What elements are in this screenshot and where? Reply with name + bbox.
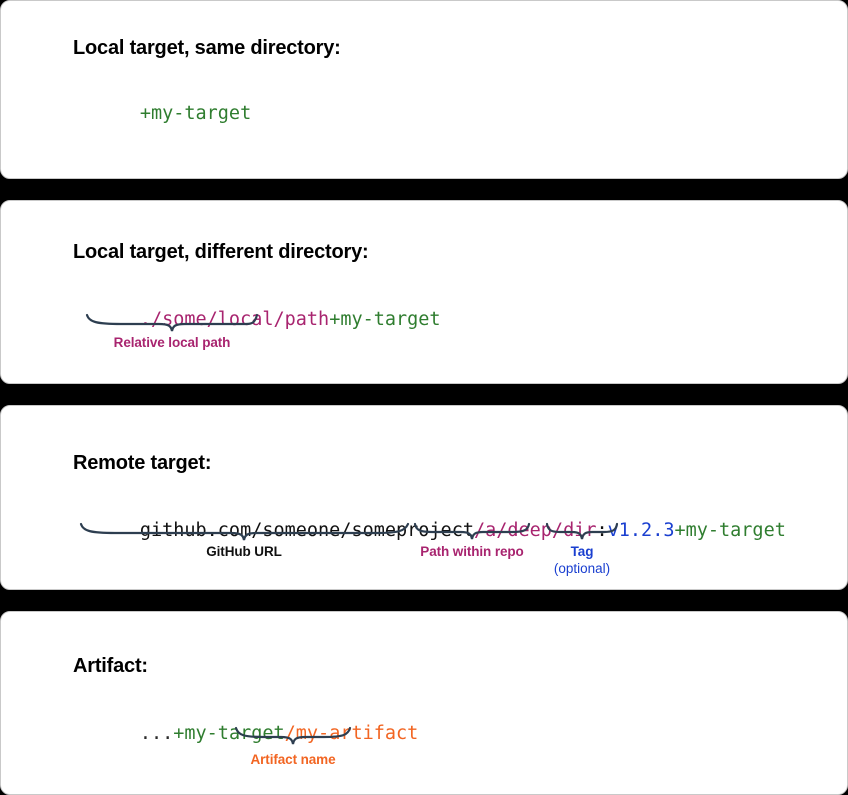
code-segment-tag: v1.2.3 — [607, 519, 675, 541]
panel-heading: Local target, different directory: — [73, 240, 369, 263]
code-segment-github-url: github.com/someone/someproject — [139, 519, 474, 541]
annotation-label-relative-local-path: Relative local path — [113, 334, 231, 350]
code-line: ...+my-target/my-artifact — [73, 702, 418, 765]
code-segment-target: +my-target — [139, 103, 252, 124]
annotation-label-github-url: GitHub URL — [206, 543, 282, 559]
annotation-sublabel-tag-optional: (optional) — [553, 560, 611, 576]
code-segment-colon: : — [596, 519, 608, 541]
annotation-label-tag: Tag — [570, 543, 594, 559]
code-segment-target: +my-target — [674, 519, 786, 541]
code-segment-target: +my-target — [329, 308, 441, 330]
panel-artifact: Artifact: ...+my-target/my-artifact Arti… — [0, 611, 848, 795]
code-segment-repo-path: /a/deep/dir — [473, 519, 597, 541]
separator-bar — [0, 178, 848, 200]
annotation-label-path-within-repo: Path within repo — [420, 543, 524, 559]
panel-remote-target: Remote target: github.com/someone/somepr… — [0, 404, 848, 591]
separator-bar — [0, 383, 848, 405]
panel-heading: Remote target: — [73, 451, 212, 474]
code-segment-target: +my-target — [173, 723, 285, 745]
brace-layer — [1, 406, 847, 590]
panel-local-same-directory: Local target, same directory: +my-target — [0, 0, 848, 179]
annotation-label-artifact-name: Artifact name — [250, 752, 336, 768]
panel-heading: Artifact: — [73, 655, 148, 678]
code-segment-relative-path: ./some/local/path — [139, 308, 330, 330]
code-segment-artifact: /my-artifact — [284, 723, 419, 745]
panel-heading: Local target, same directory: — [73, 37, 341, 59]
code-segment-ellipsis: ... — [139, 723, 174, 745]
separator-bar — [0, 590, 848, 612]
code-line: +my-target — [73, 82, 251, 145]
panel-local-different-directory: Local target, different directory: ./som… — [0, 199, 848, 384]
